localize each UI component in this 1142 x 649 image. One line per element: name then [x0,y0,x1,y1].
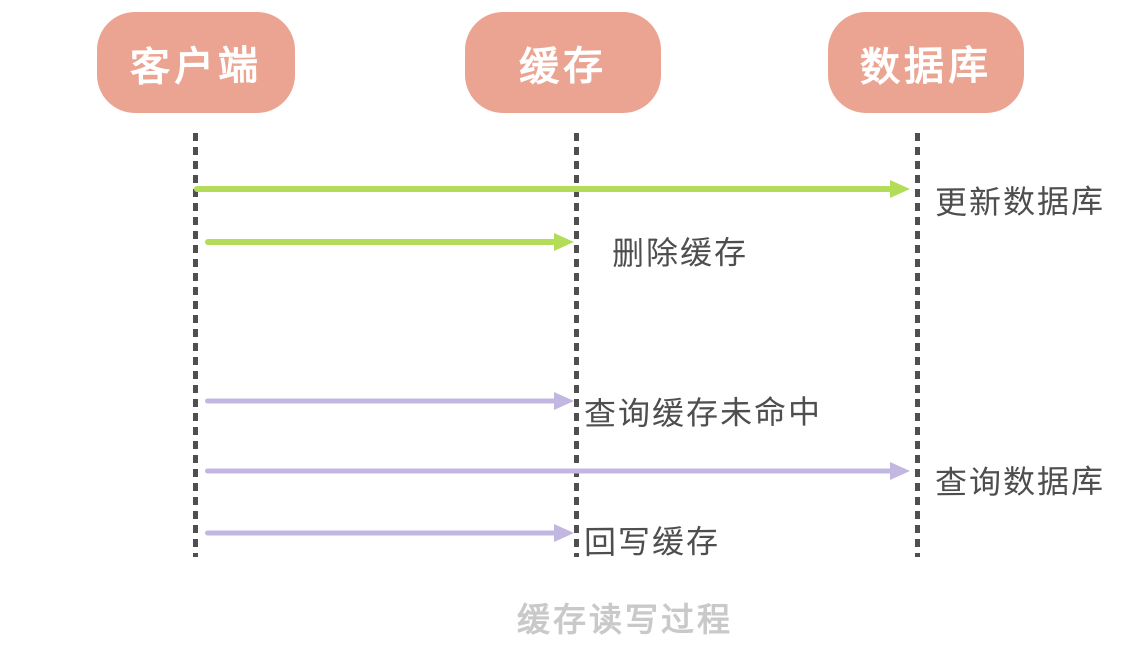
message-label-query-database: 查询数据库 [934,462,1106,502]
arrow-shaft [205,468,892,474]
actor-box-client: 客户端 [97,12,295,113]
lifeline-cache [574,133,579,557]
arrowhead-icon [890,462,910,480]
arrow-query-cache-miss [205,391,574,411]
arrow-delete-cache [205,232,574,252]
actor-label-client: 客户端 [129,42,263,91]
message-label-writeback-cache: 回写缓存 [583,522,721,562]
arrowhead-icon [554,524,574,542]
lifeline-client [193,133,198,557]
arrow-shaft [194,186,892,192]
arrow-shaft [205,530,556,536]
message-label-delete-cache: 删除缓存 [611,233,749,273]
arrow-writeback-cache [205,523,574,543]
actor-label-cache: 缓存 [518,42,608,91]
actor-label-database: 数据库 [859,42,993,91]
message-label-update-database: 更新数据库 [934,182,1106,222]
actor-box-cache: 缓存 [465,12,661,113]
lifeline-database [915,133,920,557]
message-label-query-cache-miss: 查询缓存未命中 [583,392,823,434]
arrow-shaft [205,398,556,404]
arrowhead-icon [554,392,574,410]
diagram-caption: 缓存读写过程 [517,600,733,639]
actor-box-database: 数据库 [828,12,1024,113]
arrowhead-icon [554,233,574,251]
arrow-query-database [205,461,910,481]
arrowhead-icon [890,180,910,198]
arrow-shaft [205,239,556,245]
arrow-update-database [194,179,910,199]
